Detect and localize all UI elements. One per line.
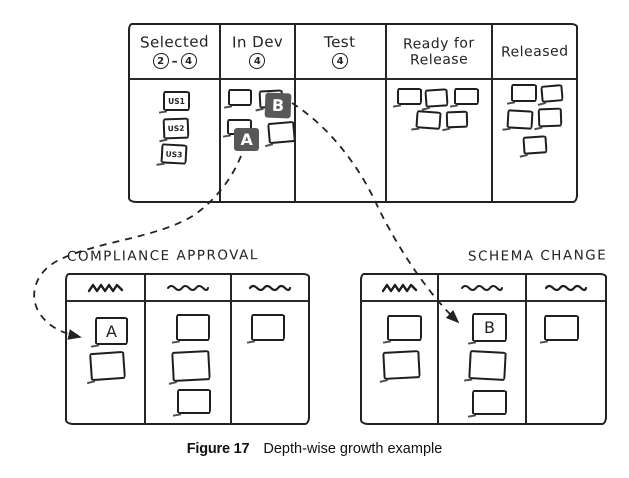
story-card-us2: US2: [162, 117, 190, 140]
kanban-column-released: Released: [490, 25, 576, 201]
scribble-header-icon: [381, 283, 417, 292]
scribble-header-icon: [167, 284, 209, 291]
column-header: Released: [492, 25, 576, 80]
schema-board-title: SCHEMA CHANGE: [467, 247, 608, 265]
compliance-board-title: COMPLIANCE APPROVAL: [66, 247, 259, 265]
story-card-us1: US1: [163, 91, 190, 111]
blank-card: [472, 390, 507, 415]
wip-limit-circle-max: 4: [180, 53, 197, 69]
sub-board-column: [362, 275, 437, 423]
blank-card: [506, 109, 534, 130]
column-title: Ready for Release: [402, 34, 475, 69]
wip-limit-circle-min: 2: [152, 53, 169, 69]
figure-caption: Figure 17 Depth-wise growth example: [0, 441, 629, 457]
blank-card: [453, 88, 479, 105]
column-title: Released: [500, 42, 569, 61]
wip-limit-circle: 4: [249, 53, 266, 69]
blank-card: [424, 88, 449, 108]
blank-card: [415, 110, 442, 130]
figure-caption-label: Figure 17: [186, 441, 250, 457]
kanban-column-in-dev: In Dev 4 B A: [219, 25, 297, 201]
blank-card: [267, 120, 297, 145]
column-title: In Dev: [231, 32, 284, 52]
blank-card: [522, 135, 548, 155]
story-card-us3: US3: [160, 143, 188, 165]
card-a: A: [95, 317, 128, 345]
blank-card: [396, 88, 422, 105]
wip-limit: 4: [249, 53, 266, 69]
sub-board-column: B: [437, 275, 525, 423]
column-header: [232, 275, 308, 302]
kanban-column-ready-for-release: Ready for Release: [384, 25, 491, 201]
column-title: Test: [324, 32, 357, 52]
blank-card: [176, 314, 210, 341]
wip-limit: 4: [332, 53, 349, 69]
column-header: [439, 275, 525, 302]
kanban-column-selected: Selected 2 – 4 US1 US2 US3: [130, 25, 220, 201]
task-badge-b: B: [264, 92, 292, 119]
wip-limit-circle: 4: [332, 53, 349, 69]
column-header: Selected 2 – 4: [130, 25, 220, 80]
wip-limit-range: 2 – 4: [152, 53, 197, 69]
column-header: [146, 275, 230, 302]
kanban-column-test: Test 4: [293, 25, 385, 201]
blank-card: [382, 350, 421, 380]
blank-card: [468, 350, 507, 381]
column-header: Ready for Release: [386, 25, 491, 80]
blank-card: [171, 350, 211, 382]
figure-caption-text: Depth-wise growth example: [263, 441, 443, 457]
sub-board-column: A: [67, 275, 144, 423]
blank-card: [510, 84, 537, 102]
column-header: [527, 275, 605, 302]
blank-card: [251, 314, 285, 341]
column-title: Selected: [139, 32, 210, 52]
blank-card: [544, 315, 579, 341]
column-header: Test 4: [295, 25, 385, 80]
main-kanban-board: Selected 2 – 4 US1 US2 US3 In Dev 4: [128, 23, 578, 203]
scribble-header-icon: [248, 284, 292, 291]
blank-card: [228, 89, 253, 106]
wip-range-dash: –: [171, 54, 178, 68]
scribble-header-icon: [544, 284, 588, 291]
blank-card: [540, 84, 564, 103]
schema-board: B: [360, 273, 607, 425]
column-header: [362, 275, 437, 302]
blank-card: [387, 315, 422, 341]
blank-card: [177, 389, 211, 414]
sub-board-column: [525, 275, 605, 423]
blank-card: [445, 110, 469, 129]
scribble-header-icon: [87, 283, 123, 292]
card-b: B: [472, 313, 507, 342]
sub-board-column: [144, 275, 230, 423]
compliance-board: A: [65, 273, 310, 425]
column-header: [67, 275, 144, 302]
column-header: In Dev 4: [221, 25, 294, 80]
blank-card: [537, 107, 563, 128]
sub-board-column: [230, 275, 308, 423]
blank-card: [89, 350, 126, 382]
scribble-header-icon: [461, 284, 503, 291]
task-badge-a: A: [234, 128, 260, 151]
